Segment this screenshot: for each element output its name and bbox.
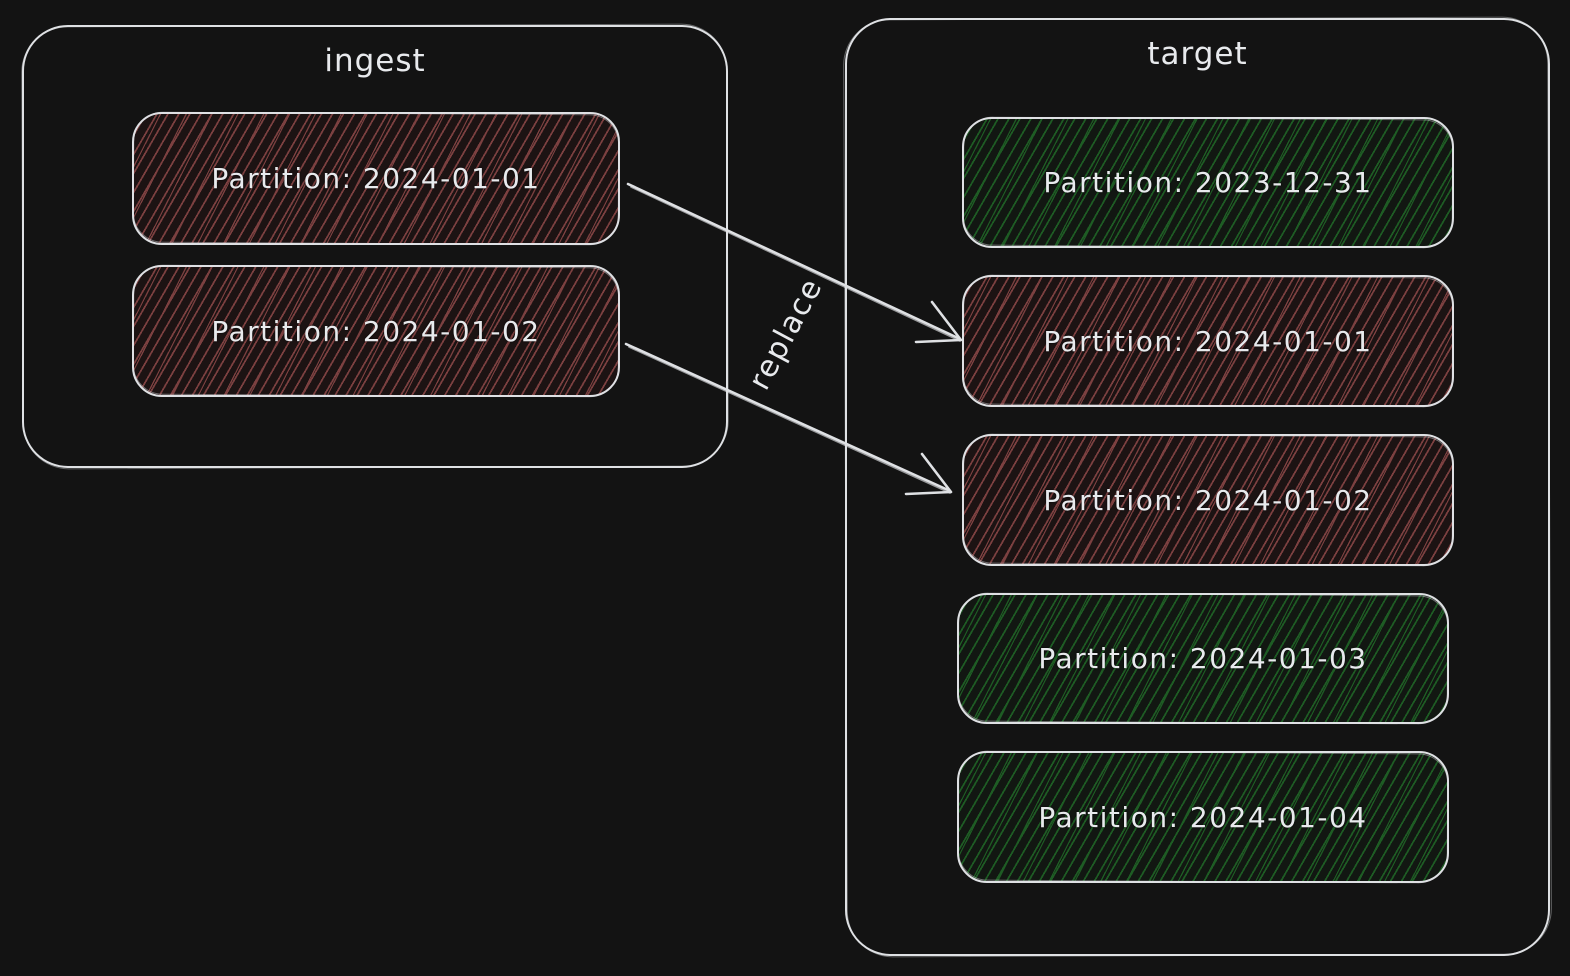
- partition-label: Partition: 2024-01-02: [211, 314, 541, 348]
- partition-target-2024-01-03: Partition: 2024-01-03: [957, 593, 1449, 724]
- group-ingest-title: ingest: [324, 43, 426, 79]
- partition-label: Partition: 2024-01-01: [211, 162, 541, 195]
- partition-label: Partition: 2023-12-31: [1043, 166, 1373, 199]
- partition-ingest-2024-01-02: Partition: 2024-01-02: [132, 265, 620, 397]
- partition-label: Partition: 2024-01-01: [1043, 324, 1373, 358]
- partition-target-2024-01-02: Partition: 2024-01-02: [962, 434, 1454, 566]
- group-ingest: ingest Partition: 2024-01-01 Partition: …: [22, 25, 728, 468]
- partition-label: Partition: 2024-01-02: [1043, 483, 1373, 517]
- partition-label: Partition: 2024-01-04: [1038, 800, 1368, 834]
- group-target: target Partition: 2023-12-31 Partition: …: [845, 18, 1550, 956]
- partition-label: Partition: 2024-01-03: [1038, 642, 1368, 675]
- partition-ingest-2024-01-01: Partition: 2024-01-01: [132, 112, 620, 245]
- partition-target-2023-12-31: Partition: 2023-12-31: [962, 117, 1454, 248]
- replace-arrow-label: replace: [742, 272, 830, 396]
- group-target-title: target: [1147, 36, 1248, 72]
- partition-target-2024-01-04: Partition: 2024-01-04: [957, 751, 1449, 883]
- partition-target-2024-01-01: Partition: 2024-01-01: [962, 275, 1454, 407]
